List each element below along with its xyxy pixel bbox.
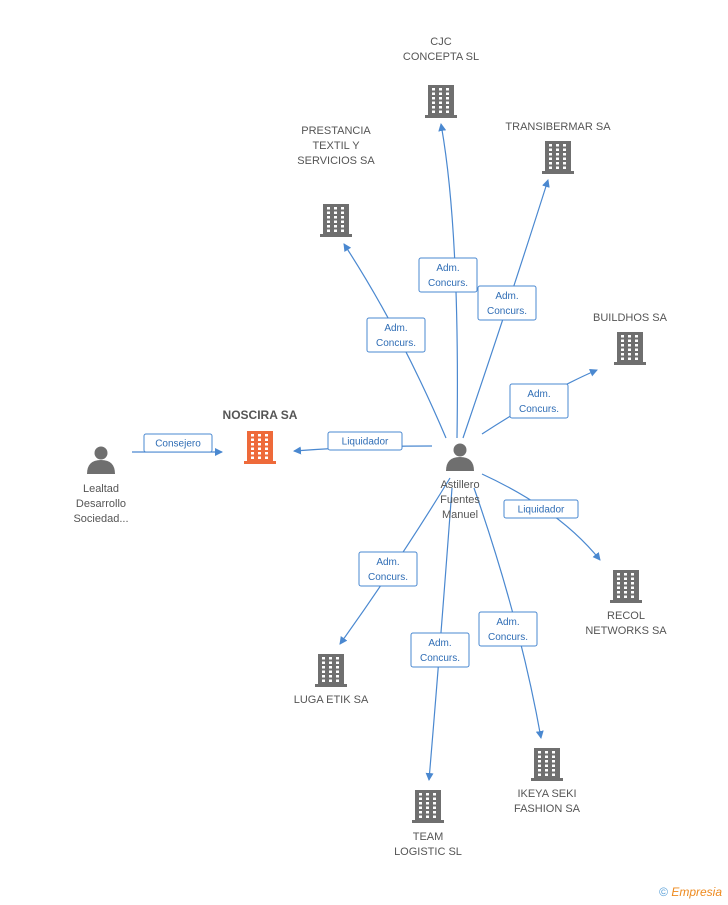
node-label[interactable]: Fuentes [440, 494, 480, 506]
node-label[interactable]: Sociedad... [73, 513, 128, 525]
edge-label-box[interactable] [418, 257, 478, 293]
edge-label-box[interactable] [478, 611, 538, 647]
edge-label-text: Adm. [527, 389, 550, 400]
edge-label-text: Adm. [376, 557, 399, 568]
node-team[interactable]: TEAM LOGISTIC SL [394, 790, 462, 858]
edge-label-box[interactable] [358, 551, 418, 587]
node-label[interactable]: Desarrollo [76, 498, 126, 510]
node-label[interactable]: LOGISTIC SL [394, 846, 462, 858]
edge-label-noscira[interactable]: Consejero [143, 433, 213, 453]
building-icon[interactable] [412, 790, 444, 823]
node-label[interactable]: LUGA ETIK SA [294, 694, 369, 706]
node-label[interactable]: NETWORKS SA [585, 625, 667, 637]
edge-label-text: Liquidador [518, 505, 565, 516]
building-icon[interactable] [614, 332, 646, 365]
node-recol[interactable]: RECOL NETWORKS SA [585, 570, 667, 637]
person-icon[interactable] [87, 446, 115, 475]
edge-label-text: Liquidador [342, 437, 389, 448]
node-cjc[interactable]: CJC CONCEPTA SL [403, 36, 479, 118]
edge-label-box[interactable] [477, 285, 537, 321]
node-label[interactable]: PRESTANCIA [301, 125, 371, 137]
edge-label-buildhos[interactable]: Adm. Concurs. [509, 383, 569, 419]
node-label[interactable]: TRANSIBERMAR SA [505, 121, 611, 133]
building-icon[interactable] [320, 204, 352, 237]
node-label[interactable]: TEAM [413, 831, 444, 843]
edge-label-ikeya[interactable]: Adm. Concurs. [478, 611, 538, 647]
edge-label-text: Concurs. [420, 653, 460, 664]
node-label[interactable]: BUILDHOS SA [593, 312, 668, 324]
edge-label-text: Concurs. [376, 338, 416, 349]
edge-label-text: Concurs. [487, 306, 527, 317]
node-label[interactable]: SERVICIOS SA [297, 155, 375, 167]
edge-label-text: Adm. [384, 323, 407, 334]
edge-label-text: Consejero [155, 439, 201, 450]
building-icon[interactable] [542, 141, 574, 174]
edge-label-text: Concurs. [368, 572, 408, 583]
node-label[interactable]: RECOL [607, 610, 645, 622]
node-label[interactable]: TEXTIL Y [312, 140, 360, 152]
edge-label-luga[interactable]: Adm. Concurs. [358, 551, 418, 587]
edge-label-text: Adm. [428, 638, 451, 649]
node-prestancia[interactable]: PRESTANCIA TEXTIL Y SERVICIOS SA [297, 125, 375, 237]
brand-logo-text[interactable]: Empresia [671, 885, 722, 899]
edge-label-box[interactable] [509, 383, 569, 419]
node-buildhos[interactable]: BUILDHOS SA [593, 312, 668, 365]
node-label[interactable]: IKEYA SEKI [517, 788, 576, 800]
edge-label-team[interactable]: Adm. Concurs. [410, 632, 470, 668]
edge-label-text: Concurs. [428, 278, 468, 289]
edge-label-box[interactable] [366, 317, 426, 353]
copyright-symbol: © [659, 885, 668, 899]
edge-label-box[interactable] [327, 431, 403, 451]
edge-label-box[interactable] [143, 433, 213, 453]
edge-label-text: Concurs. [519, 404, 559, 415]
edge-center-to-cjc [438, 123, 458, 439]
person-icon[interactable] [446, 443, 474, 472]
node-label[interactable]: NOSCIRA SA [223, 408, 298, 422]
edge-label-text: Concurs. [488, 632, 528, 643]
edge-label-text: Adm. [436, 263, 459, 274]
node-label[interactable]: Astillero [440, 479, 479, 491]
nodes-layer: AstilleroFuentesManuelLealtadDesarrolloS… [73, 36, 667, 858]
edge-label-text: Adm. [496, 617, 519, 628]
edge-label-noscira[interactable]: Liquidador [327, 431, 403, 451]
node-label[interactable]: FASHION SA [514, 803, 581, 815]
node-lealtad[interactable]: LealtadDesarrolloSociedad... [73, 446, 129, 526]
edge-label-box[interactable] [410, 632, 470, 668]
building-icon[interactable] [531, 748, 563, 781]
node-transibermar[interactable]: TRANSIBERMAR SA [505, 121, 611, 174]
node-label[interactable]: Lealtad [83, 483, 119, 495]
edge-label-prestancia[interactable]: Adm. Concurs. [366, 317, 426, 353]
edge-label-cjc[interactable]: Adm. Concurs. [418, 257, 478, 293]
node-ikeya[interactable]: IKEYA SEKI FASHION SA [514, 748, 581, 815]
building-icon[interactable] [425, 85, 457, 118]
copyright-footer: © Empresia [659, 885, 722, 899]
edge-label-transibermar[interactable]: Adm. Concurs. [477, 285, 537, 321]
building-icon[interactable] [244, 431, 276, 464]
node-label[interactable]: CJC [430, 36, 451, 48]
edge-label-text: Adm. [495, 291, 518, 302]
building-icon[interactable] [315, 654, 347, 687]
edge-label-box[interactable] [503, 499, 579, 519]
node-luga[interactable]: LUGA ETIK SA [294, 654, 369, 706]
node-label[interactable]: CONCEPTA SL [403, 51, 479, 63]
edge-label-recol[interactable]: Liquidador [503, 499, 579, 519]
node-noscira[interactable]: NOSCIRA SA [223, 408, 298, 464]
node-label[interactable]: Manuel [442, 509, 478, 521]
building-icon[interactable] [610, 570, 642, 603]
